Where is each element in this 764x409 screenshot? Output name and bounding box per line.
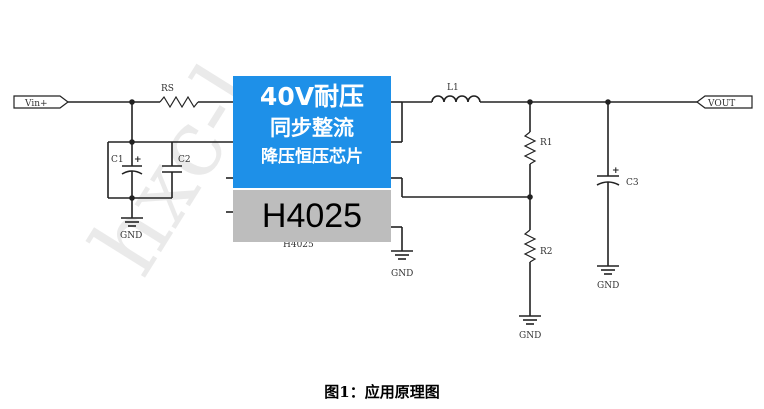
banner-sync-line: 同步整流 xyxy=(270,116,354,140)
chip-feature-banner: 40V耐压 同步整流 降压恒压芯片 xyxy=(233,76,391,188)
ground-symbol xyxy=(597,265,619,275)
polarity-mark: + xyxy=(612,166,620,176)
r2-label: R2 xyxy=(540,247,553,257)
resistor-r2 xyxy=(523,229,537,263)
resistor-rs xyxy=(159,95,199,109)
capacitor-c1: + xyxy=(121,142,143,198)
inductor-l1 xyxy=(431,95,481,103)
polarity-mark: + xyxy=(134,155,142,165)
gnd-label: GND xyxy=(391,269,413,279)
gnd-label: GND xyxy=(519,331,541,341)
ground-symbol xyxy=(121,217,143,227)
vin-port: Vin+ xyxy=(13,95,69,109)
chip-part-label: H4025 xyxy=(283,240,314,250)
figure-caption: 图1：应用原理图 xyxy=(324,383,440,401)
ground-symbol xyxy=(391,250,413,260)
vout-port: VOUT xyxy=(696,95,753,109)
capacitor-c2 xyxy=(162,142,182,198)
resistor-r1 xyxy=(523,131,537,165)
vout-label: VOUT xyxy=(707,99,735,109)
banner-voltage-line: 40V耐压 xyxy=(259,82,365,111)
gnd-label: GND xyxy=(120,231,142,241)
vin-label: Vin+ xyxy=(24,99,48,109)
ground-symbol xyxy=(519,315,541,325)
r1-label: R1 xyxy=(540,138,553,148)
c1-label: C1 xyxy=(111,155,124,165)
l1-label: L1 xyxy=(447,83,459,93)
c2-label: C2 xyxy=(178,155,191,165)
chip-name-box: H4025 xyxy=(233,190,391,242)
rs-label: RS xyxy=(161,84,174,94)
banner-type-line: 降压恒压芯片 xyxy=(261,147,363,167)
gnd-label: GND xyxy=(597,281,619,291)
c3-label: C3 xyxy=(626,178,639,188)
